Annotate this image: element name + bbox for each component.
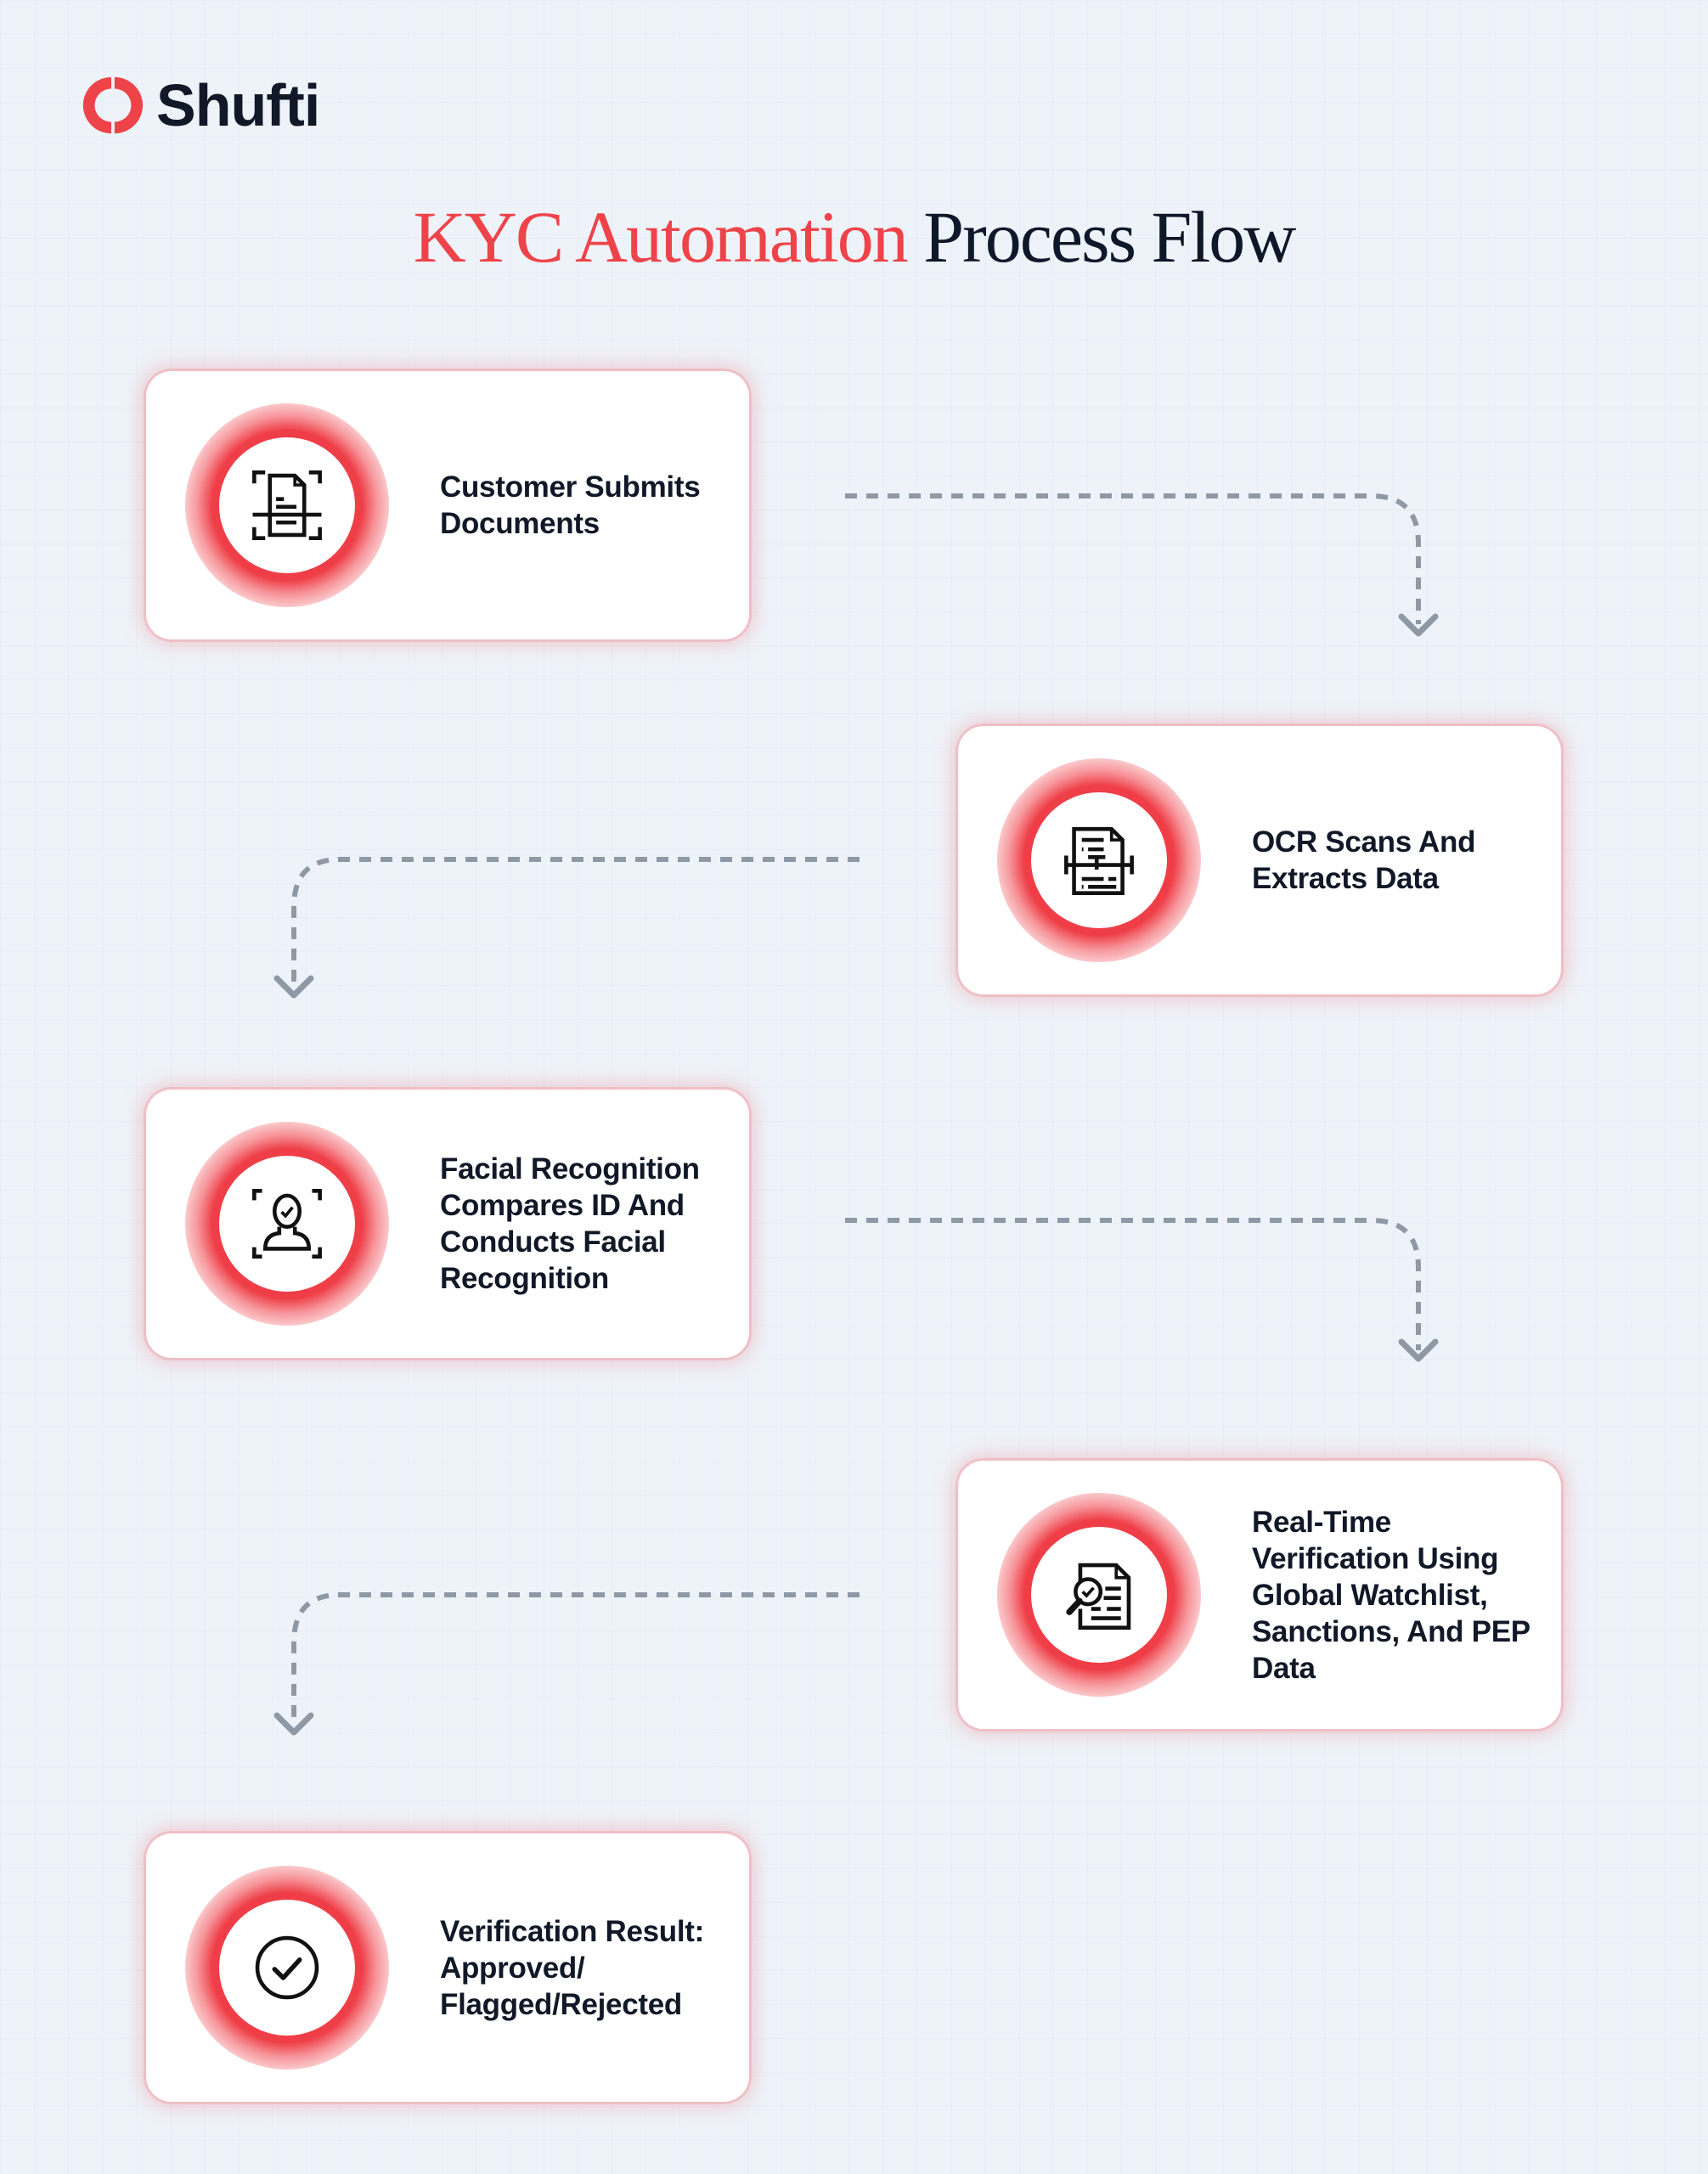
arrowhead-3 — [1398, 1338, 1439, 1362]
document-scan-icon — [252, 470, 322, 540]
icon-glow — [997, 1493, 1201, 1697]
icon-glow — [997, 758, 1201, 962]
step-label: OCR Scans And Extracts Data — [1252, 825, 1476, 895]
step-card-5: Verification Result: Approved/ Flagged/R… — [146, 1833, 749, 2102]
ring-logo-icon — [82, 76, 144, 134]
step-label: Verification Result: Approved/ Flagged/R… — [440, 1914, 705, 2021]
step-label: Customer Submits Documents — [440, 470, 701, 540]
page-title: KYC Automation Process Flow — [0, 200, 1708, 273]
check-circle-icon — [255, 1935, 319, 2000]
arrowhead-4 — [273, 1712, 314, 1736]
document-search-check-icon — [1066, 1563, 1131, 1630]
step-card-1: Customer Submits Documents — [146, 371, 749, 639]
arrowhead-1 — [1398, 613, 1439, 637]
icon-glow — [185, 1866, 389, 2070]
title-accent: KYC Automation — [413, 196, 909, 278]
icon-glow — [185, 1122, 389, 1326]
connector-3-4 — [845, 1218, 1421, 1350]
connector-2-3 — [291, 857, 860, 985]
brand-logo: Shufti — [78, 71, 320, 139]
step-label: Real-Time Verification Using Global Watc… — [1252, 1505, 1530, 1685]
step-label: Facial Recognition Compares ID And Condu… — [440, 1152, 700, 1295]
title-rest: Process Flow — [923, 196, 1296, 278]
connector-4-5 — [291, 1592, 860, 1722]
step-card-4: Real-Time Verification Using Global Watc… — [958, 1461, 1561, 1729]
step-card-3: Facial Recognition Compares ID And Condu… — [146, 1090, 749, 1358]
step-card-2: OCR Scans And Extracts Data — [958, 726, 1561, 994]
arrowhead-2 — [273, 975, 314, 999]
connector-1-2 — [845, 493, 1421, 624]
icon-glow — [185, 403, 389, 607]
brand-name: Shufti — [156, 72, 320, 138]
ocr-document-icon — [1064, 826, 1134, 895]
face-scan-check-icon — [252, 1189, 322, 1259]
